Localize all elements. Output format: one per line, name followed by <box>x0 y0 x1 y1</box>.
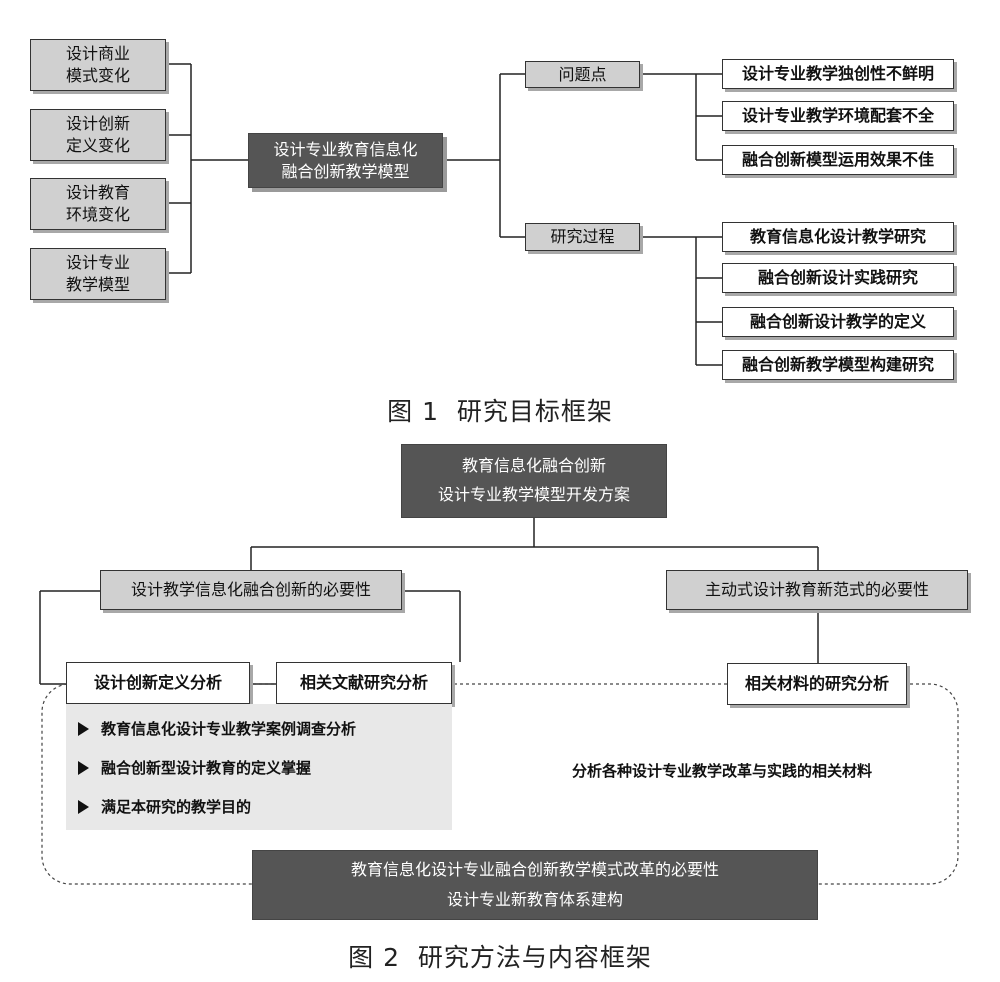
fig2-right-sub: 相关材料的研究分析 <box>727 663 907 705</box>
fig2-left-sub-2: 相关文献研究分析 <box>276 662 452 704</box>
fig2-bullet-text: 教育信息化设计专业教学案例调查分析 <box>101 720 357 738</box>
fig1-problem-3: 融合创新模型运用效果不佳 <box>722 145 954 175</box>
fig2-bullet-text: 满足本研究的教学目的 <box>101 798 252 816</box>
fig2-top-node: 教育信息化融合创新 设计专业教学模型开发方案 <box>401 444 667 518</box>
fig1-left-item-1: 设计商业 模式变化 <box>30 39 166 91</box>
fig1-left-item-4: 设计专业 教学模型 <box>30 248 166 300</box>
fig2-left-sub-1: 设计创新定义分析 <box>66 662 250 704</box>
fig1-process-1: 教育信息化设计教学研究 <box>722 222 954 252</box>
fig1-problems-label: 问题点 <box>525 61 640 88</box>
triangle-bullet-icon <box>78 760 89 775</box>
fig2-bullet-panel <box>66 704 452 830</box>
fig1-process-2: 融合创新设计实践研究 <box>722 263 954 293</box>
fig1-problem-1: 设计专业教学独创性不鲜明 <box>722 59 954 89</box>
fig1-process-4: 融合创新教学模型构建研究 <box>722 350 954 380</box>
fig2-right-text: 分析各种设计专业教学改革与实践的相关材料 <box>572 762 873 780</box>
fig1-left-item-2: 设计创新 定义变化 <box>30 109 166 161</box>
triangle-bullet-icon <box>78 721 89 736</box>
fig1-center-node: 设计专业教育信息化 融合创新教学模型 <box>248 133 443 188</box>
fig2-bullet-2: 融合创新型设计教育的定义掌握 <box>78 757 311 778</box>
fig1-caption: 图 1 研究目标框架 <box>387 397 613 426</box>
fig2-right-branch: 主动式设计教育新范式的必要性 <box>666 570 968 610</box>
fig2-bullet-3: 满足本研究的教学目的 <box>78 796 251 817</box>
fig2-bottom-node: 教育信息化设计专业融合创新教学模式改革的必要性 设计专业新教育体系建构 <box>252 850 818 920</box>
fig1-problem-2: 设计专业教学环境配套不全 <box>722 101 954 131</box>
fig2-bullet-text: 融合创新型设计教育的定义掌握 <box>101 759 312 777</box>
fig2-caption: 图 2 研究方法与内容框架 <box>348 943 652 972</box>
triangle-bullet-icon <box>78 799 89 814</box>
fig2-bullet-1: 教育信息化设计专业教学案例调查分析 <box>78 718 356 739</box>
fig1-left-item-3: 设计教育 环境变化 <box>30 178 166 230</box>
fig2-left-branch: 设计教学信息化融合创新的必要性 <box>100 570 402 610</box>
fig1-process-3: 融合创新设计教学的定义 <box>722 307 954 337</box>
fig1-process-label: 研究过程 <box>525 223 640 251</box>
